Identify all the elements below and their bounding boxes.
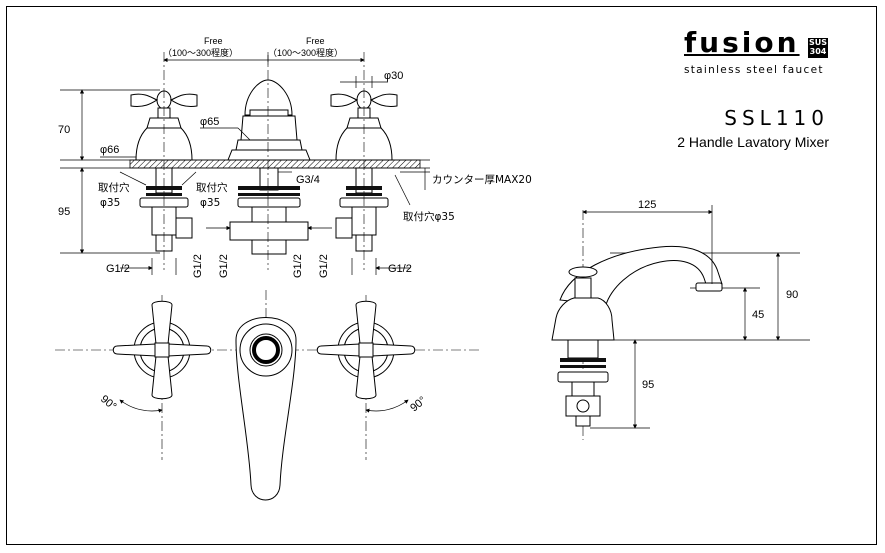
handle-dia-label: φ30 <box>384 70 403 82</box>
right-handle-valve <box>330 90 398 252</box>
drawing-frame <box>6 6 877 545</box>
angle-right-label: 90° <box>408 394 428 414</box>
spacing-right-range: （100～300程度） <box>268 47 343 58</box>
conn-v2-label: G1/2 <box>218 254 230 278</box>
left-handle-top <box>112 300 212 400</box>
hole-left-label: 取付穴 <box>98 181 130 194</box>
hole-mid-dia: φ35 <box>200 197 220 209</box>
thread-center-label: G3/4 <box>296 174 320 186</box>
product-name: 2 Handle Lavatory Mixer <box>677 134 829 150</box>
spout-top <box>235 317 297 501</box>
hole-mid-label: 取付穴 <box>196 181 228 194</box>
angle-left-label: 90° <box>98 393 118 413</box>
side-view <box>551 205 810 440</box>
height-total-label: 90 <box>786 289 798 301</box>
conn-right-label: G1/2 <box>388 263 412 275</box>
model-number: SSL110 <box>724 106 829 130</box>
logo-wordmark: fusion <box>684 26 800 59</box>
right-handle-top <box>316 300 416 400</box>
height-above-label: 70 <box>58 124 70 136</box>
left-handle-valve <box>130 90 198 252</box>
logo-tagline: stainless steel faucet <box>684 64 824 76</box>
hole-left-dia: φ35 <box>100 197 120 209</box>
counter-slab <box>129 159 421 169</box>
top-view <box>55 290 480 501</box>
reach-label: 125 <box>638 199 656 211</box>
conn-v1-label: G1/2 <box>192 254 204 278</box>
brand-logo: fusion SUS 304 stainless steel faucet <box>684 28 834 78</box>
spacing-right-label: Free <box>306 36 325 46</box>
front-view <box>60 52 430 275</box>
counter-note: カウンター厚MAX20 <box>432 174 532 186</box>
logo-badge: SUS 304 <box>808 38 828 58</box>
spacing-left-label: Free <box>204 36 223 46</box>
spacing-left-range: （100～300程度） <box>163 47 238 58</box>
conn-left-label: G1/2 <box>106 263 130 275</box>
hole-right-label: 取付穴φ35 <box>403 210 455 223</box>
height-below-label: 95 <box>58 206 70 218</box>
spout-dia-label: φ65 <box>200 116 219 128</box>
conn-v3-label: G1/2 <box>292 254 304 278</box>
center-spout <box>227 79 311 255</box>
conn-v4-label: G1/2 <box>318 254 330 278</box>
height-outlet-label: 45 <box>752 309 764 321</box>
height-below-side-label: 95 <box>642 379 654 391</box>
base-dia-label: φ66 <box>100 144 119 156</box>
